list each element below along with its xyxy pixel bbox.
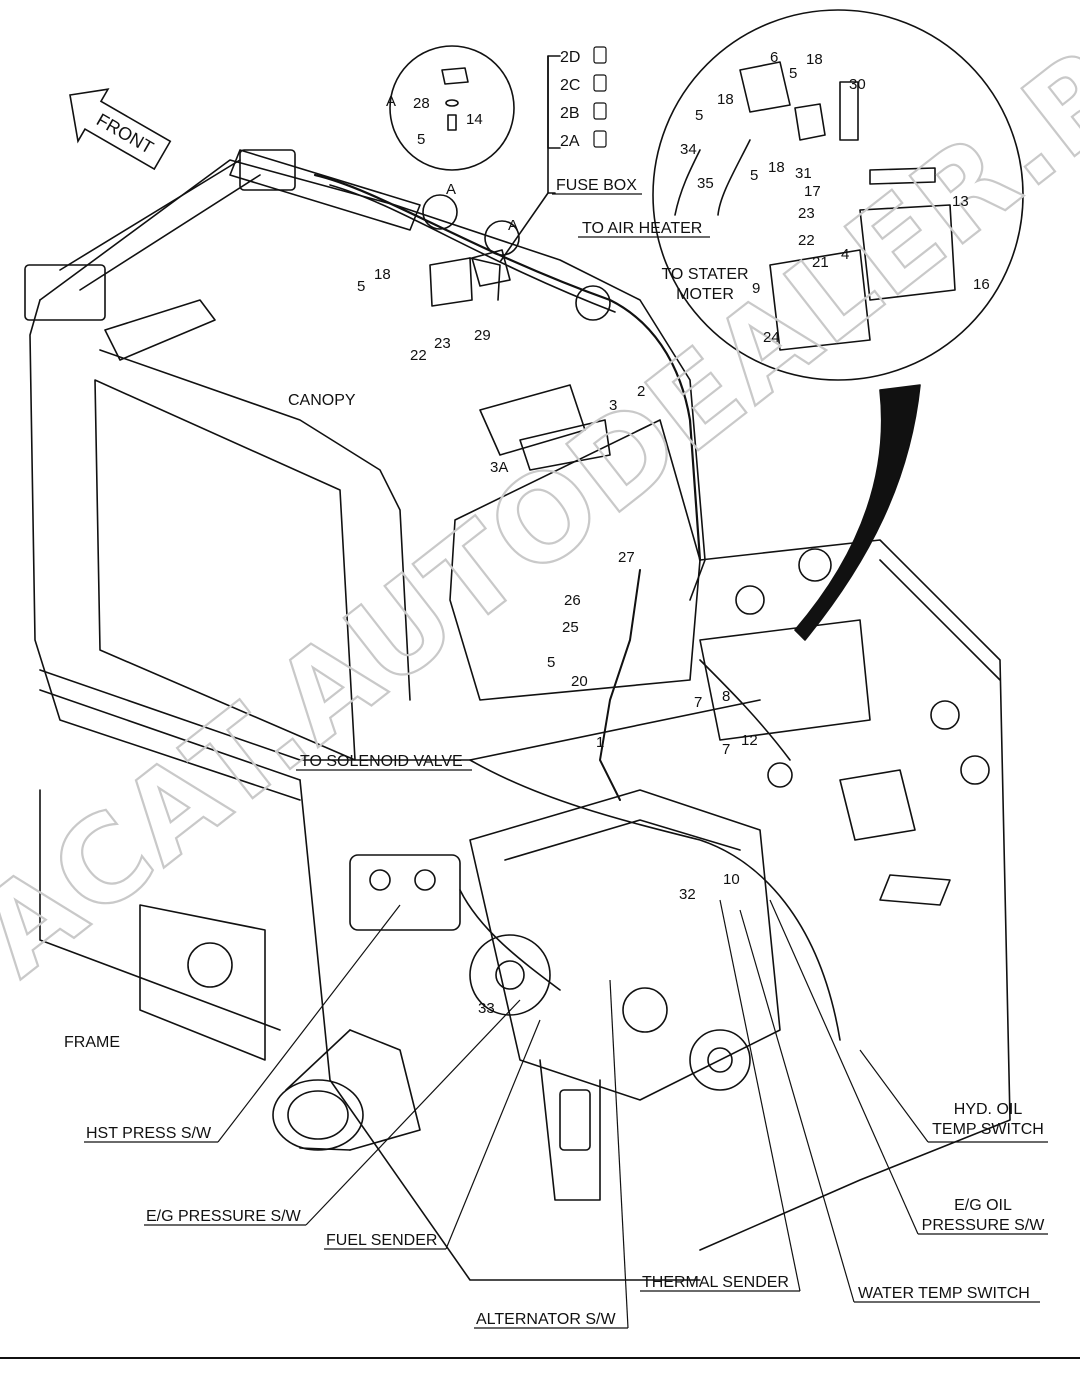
callouts: [84, 899, 1048, 1329]
water-temp-switch-label: WATER TEMP SWITCH: [858, 1285, 1030, 1302]
part-number: 32: [679, 886, 696, 903]
fuse-box: 2D 2C 2B 2A FUSE BOX: [552, 49, 642, 195]
eg-pressure-switch-label: E/G PRESSURE S/W: [146, 1208, 302, 1225]
part-number: 13: [952, 193, 969, 210]
part-number: 8: [722, 688, 730, 705]
hst-press-switch-label: HST PRESS S/W: [86, 1125, 212, 1142]
part-number: 29: [474, 327, 491, 344]
fuse-label: 2C: [560, 77, 580, 94]
part-number: 7: [722, 741, 730, 758]
part-number: 5: [750, 167, 758, 184]
part-number: 4: [841, 246, 849, 263]
part-number: A: [508, 217, 518, 234]
alternator-switch-label: ALTERNATOR S/W: [476, 1311, 616, 1328]
part-number: 18: [768, 159, 785, 176]
part-number: 35: [697, 175, 714, 192]
fuse-label: 2A: [560, 133, 580, 150]
part-number: 3: [609, 397, 617, 414]
part-number: 9: [752, 280, 760, 297]
part-number: 7: [694, 694, 702, 711]
canopy-label: CANOPY: [288, 392, 356, 409]
part-number: 5: [547, 654, 555, 671]
to-air-heater-label: TO AIR HEATER: [582, 220, 702, 237]
part-number: 26: [564, 592, 581, 609]
fuse-label: 2D: [560, 49, 580, 66]
part-number: 14: [466, 111, 483, 128]
part-number: A: [386, 93, 396, 110]
part-number: 2: [637, 383, 645, 400]
fuel-sender-label: FUEL SENDER: [326, 1232, 437, 1249]
part-number: 25: [562, 619, 579, 636]
part-number: 21: [812, 254, 829, 271]
part-number: 22: [798, 232, 815, 249]
part-number: 23: [434, 335, 451, 352]
callout-labels: HST PRESS S/W E/G PRESSURE S/W FUEL SEND…: [86, 1101, 1045, 1328]
part-number: 5: [357, 278, 365, 295]
part-number: A: [446, 181, 456, 198]
part-number: 30: [849, 76, 866, 93]
fuse-label: 2B: [560, 105, 580, 122]
to-solenoid-valve-label: TO SOLENOID VALVE: [300, 753, 463, 770]
thermal-sender-label: THERMAL SENDER: [642, 1274, 789, 1291]
part-number: 6: [770, 49, 778, 66]
part-number: 17: [804, 183, 821, 200]
part-number: 18: [717, 91, 734, 108]
part-number: 18: [806, 51, 823, 68]
part-number: 10: [723, 871, 740, 888]
part-number: 18: [374, 266, 391, 283]
part-number: 5: [695, 107, 703, 124]
part-number: 12: [741, 732, 758, 749]
part-number: 3A: [490, 459, 508, 476]
line-art: [24, 9, 1024, 1281]
part-number: 24: [763, 329, 780, 346]
fuse-box-title: FUSE BOX: [556, 177, 637, 194]
front-arrow: FRONT: [69, 88, 172, 171]
part-number: 33: [478, 1000, 495, 1017]
part-number: 34: [680, 141, 697, 158]
part-number: 1: [596, 734, 604, 751]
part-number: 5: [417, 131, 425, 148]
part-number: 27: [618, 549, 635, 566]
part-number: 16: [973, 276, 990, 293]
part-number: 28: [413, 95, 430, 112]
front-arrow-shape: [69, 88, 172, 171]
part-number: 23: [798, 205, 815, 222]
part-number: 5: [789, 65, 797, 82]
part-number: 31: [795, 165, 812, 182]
frame-label: FRAME: [64, 1034, 120, 1051]
part-number: 20: [571, 673, 588, 690]
part-number: 22: [410, 347, 427, 364]
